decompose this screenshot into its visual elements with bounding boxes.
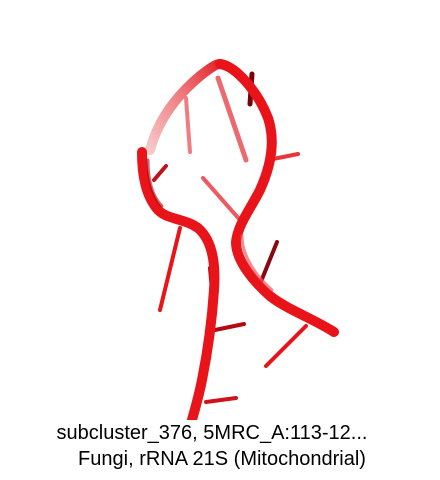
base-stick (152, 164, 168, 182)
base-stick (184, 96, 192, 154)
backbone-shadow (146, 158, 164, 208)
structure-caption-line-1: subcluster_376, 5MRC_A:113-12... (56, 422, 368, 444)
base-stick (158, 226, 182, 312)
base-stick (201, 176, 242, 222)
structure-caption-line-2: Fungi, rRNA 21S (Mitochondrial) (78, 448, 366, 470)
base-stick (258, 240, 279, 286)
rna-backbone (137, 59, 339, 420)
backbone-right-strand (215, 59, 339, 337)
base-stick (204, 396, 238, 404)
backbone-highlight (240, 234, 274, 292)
nucleotide-base-sticks (152, 71, 308, 404)
base-stick (215, 75, 249, 163)
backbone-left-strand (137, 147, 220, 420)
base-stick (213, 322, 246, 332)
base-stick (264, 324, 308, 368)
rna-structure-render (137, 59, 339, 420)
